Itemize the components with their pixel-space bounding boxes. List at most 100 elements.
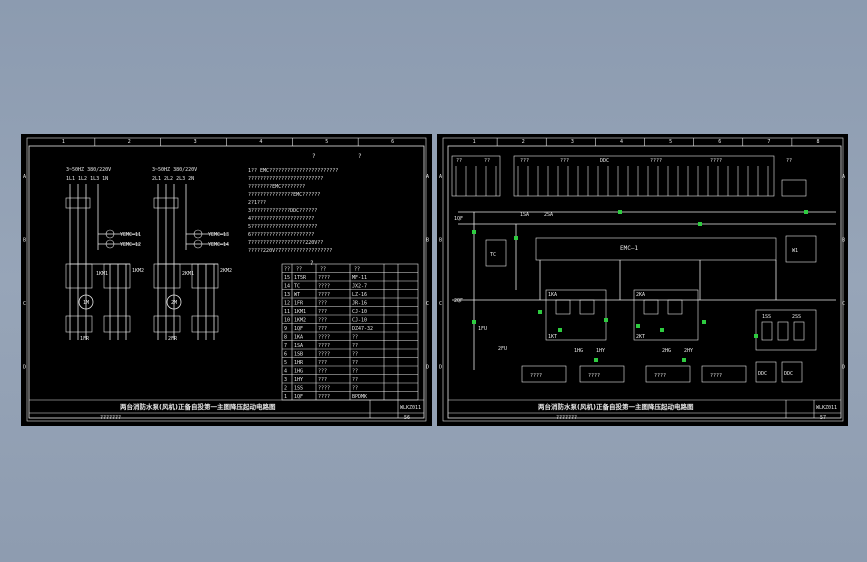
contact-marker xyxy=(472,320,476,324)
note-line: ????????EMC???????? xyxy=(248,184,305,190)
bottom-box-2: ???? xyxy=(588,373,600,379)
label-yemc-11: YEMC—11 xyxy=(120,232,141,238)
label-2fr: 2FR xyxy=(168,336,178,342)
right-col-label: 7 xyxy=(767,139,770,145)
label-2ka: 2KA xyxy=(636,292,645,298)
contact-marker xyxy=(660,328,664,332)
bom-cell: JX2-7 xyxy=(352,284,367,290)
contact-marker xyxy=(702,320,706,324)
bom-cell: ???? xyxy=(318,386,330,392)
bom-cell: 1QF xyxy=(294,326,303,332)
bom-cell: 1HG xyxy=(294,369,303,375)
right-row-label: A xyxy=(439,174,442,180)
bom-cell: 1FR xyxy=(294,301,304,307)
right-col-label: 8 xyxy=(816,139,819,145)
left-row-label: C xyxy=(23,301,26,307)
right-row-label-right: C xyxy=(842,301,845,307)
top-label: ??? xyxy=(560,158,569,164)
left-motor-circuit-1: 3~50HZ 380/220V 1L1 1L2 1L3 1N YEMC—11 Y… xyxy=(65,167,144,342)
relay-group-3: 1SS 2SS xyxy=(755,309,817,351)
bom-cell: ??? xyxy=(318,360,327,366)
bom-cell: CJ-10 xyxy=(352,309,367,315)
bom-cell: ???? xyxy=(318,292,330,298)
bom-cell: 3 xyxy=(284,377,287,383)
label-2hy: 2HY xyxy=(684,348,693,354)
top-label: ?? xyxy=(456,158,462,164)
question-mark-1: ? xyxy=(312,153,316,160)
contact-marker xyxy=(594,358,598,362)
bom-cell: ???? xyxy=(318,275,330,281)
bom-cell: 12 xyxy=(284,301,290,307)
bom-cell: 10 xyxy=(284,318,290,324)
note-line: 6????????????????????? xyxy=(248,232,314,238)
right-bottom-text: ??????? xyxy=(556,415,577,421)
bom-cell: 1KM2 xyxy=(294,318,306,324)
bom-header-cell: ?? xyxy=(320,267,326,273)
bom-cell: LZ-16 xyxy=(352,292,367,298)
left-col-label: 5 xyxy=(325,139,328,145)
left-row-label: B xyxy=(23,237,26,243)
right-row-label-right: A xyxy=(842,174,845,180)
bottom-output-boxes: ???? ???? ???? ???? DDC DDC xyxy=(521,361,803,383)
bom-cell: ?? xyxy=(352,343,358,349)
top-label: ???? xyxy=(710,158,722,164)
label-yemc-13: YEMC—13 xyxy=(208,232,229,238)
right-col-label: 3 xyxy=(571,139,574,145)
bom-cell: ??? xyxy=(318,326,327,332)
label-2sa: 2SA xyxy=(544,212,553,218)
bom-cell: 1SS xyxy=(294,386,303,392)
label-1kt: 1KT xyxy=(548,334,557,340)
top-label: ?? xyxy=(786,158,792,164)
bottom-box-6: DDC xyxy=(784,371,793,377)
bom-cell: ?? xyxy=(352,377,358,383)
right-title-block: 两台消防水泵(风机)正备自投第一主图降压起动电路图 xyxy=(538,402,694,411)
right-col-label: 2 xyxy=(522,139,525,145)
left-col-label: 3 xyxy=(194,139,197,145)
label-2hg: 2HG xyxy=(662,348,671,354)
label-1hg: 1HG xyxy=(574,348,583,354)
bus-label-2: 2L1 2L2 2L3 2N xyxy=(152,176,194,182)
contact-marker xyxy=(538,310,542,314)
left-row-label-right: A xyxy=(426,174,429,180)
note-line: 1?? EMC??????????????????????? xyxy=(248,168,338,174)
right-title-code: WLKZ011 xyxy=(816,405,837,411)
bom-cell: ?? xyxy=(352,369,358,375)
bom-cell: DZ47-32 xyxy=(352,326,373,332)
label-tc: TC xyxy=(490,252,496,258)
right-row-label: D xyxy=(439,364,442,370)
bom-cell: 1HR xyxy=(294,360,304,366)
bottom-box-4: ???? xyxy=(710,373,722,379)
bom-cell: ??? xyxy=(318,301,327,307)
left-title-block: 两台消防水泵(风机)正备自投第一主图降压起动电路图 xyxy=(120,402,276,411)
bom-cell: ?? xyxy=(352,360,358,366)
bom-cell: 1KM1 xyxy=(294,309,306,315)
main-bus-label: EMC—1 xyxy=(620,245,638,252)
bom-cell: 1SA xyxy=(294,343,303,349)
bom-cell: ??? xyxy=(318,318,327,324)
note-line: 4????????????????????? xyxy=(248,216,314,222)
bom-cell: ???? xyxy=(318,343,330,349)
bom-cell: 7 xyxy=(284,343,287,349)
label-1ss: 1SS xyxy=(762,314,771,320)
bom-cell: ?? xyxy=(352,386,358,392)
right-control-bus: TC EMC—1 W1 xyxy=(452,211,836,370)
top-label: ???? xyxy=(650,158,662,164)
right-row-label: C xyxy=(439,301,442,307)
supply-label-2: 3~50HZ 380/220V xyxy=(152,167,197,173)
label-2fu: 2FU xyxy=(498,346,507,352)
bom-cell: 4 xyxy=(284,369,287,375)
right-col-label: 5 xyxy=(669,139,672,145)
bom-cell: ??? xyxy=(318,309,327,315)
bottom-box-1: ???? xyxy=(530,373,542,379)
contact-marker xyxy=(514,236,518,240)
contact-marker xyxy=(636,324,640,328)
note-line: ???????????????EMC?????? xyxy=(248,192,320,198)
bom-cell: ?? xyxy=(352,352,358,358)
bom-cell: 1T5R xyxy=(294,275,307,281)
relay-group-2: 2KA 2KT xyxy=(633,289,699,341)
